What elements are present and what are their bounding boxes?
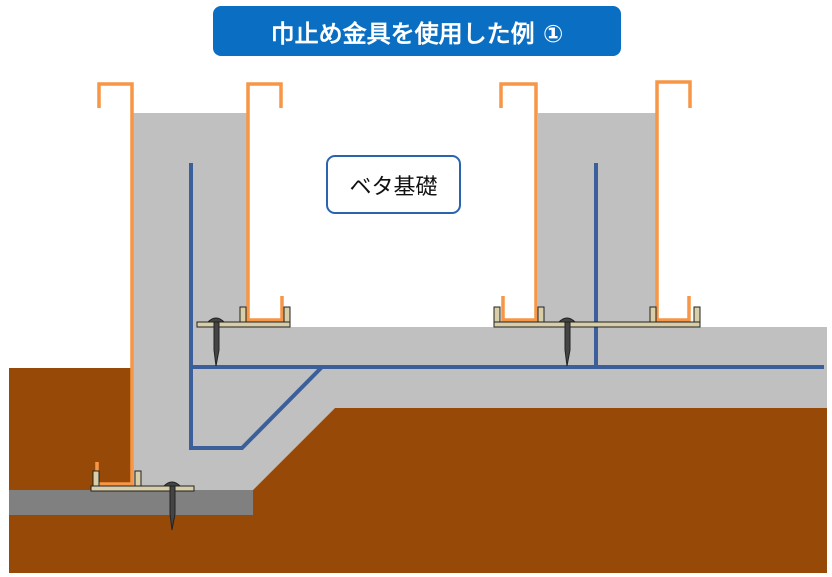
soil	[9, 368, 827, 573]
ground-layer	[9, 490, 253, 515]
rebar	[189, 163, 824, 450]
mat-foundation-label: ベタ基礎	[326, 155, 461, 214]
width-stopper-fittings	[90, 306, 701, 492]
page-title: 巾止め金具を使用した例 ①	[213, 6, 621, 56]
nail-icons	[162, 317, 577, 531]
